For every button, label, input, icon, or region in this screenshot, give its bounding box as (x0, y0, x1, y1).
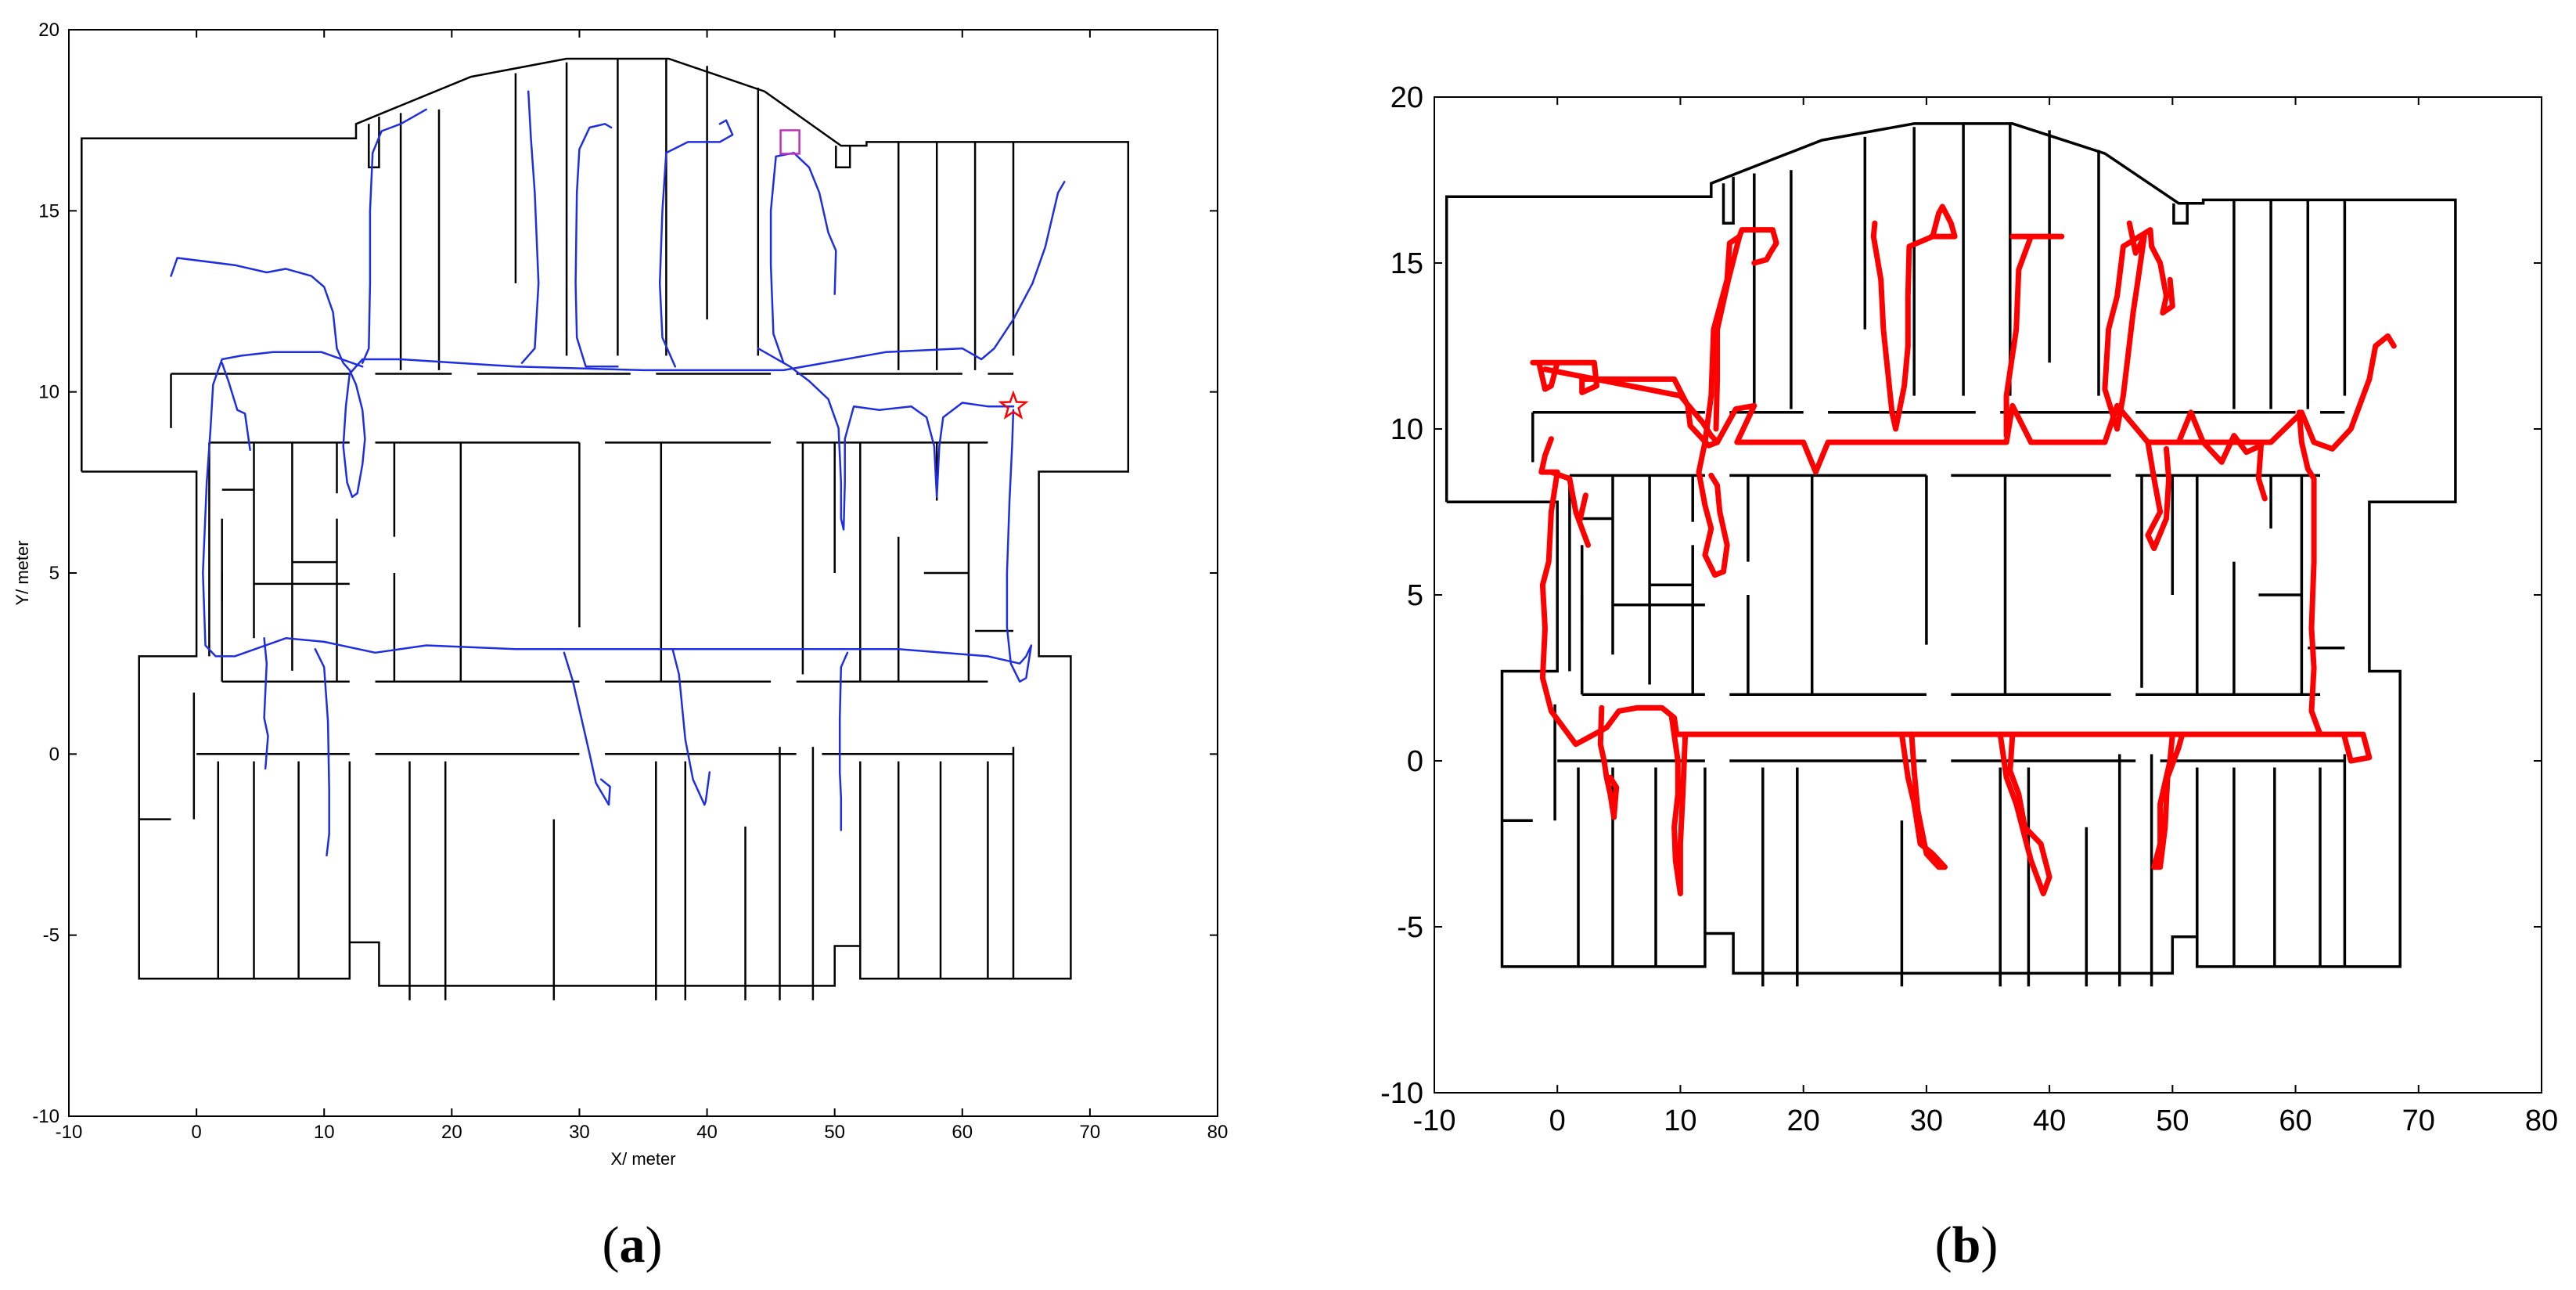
y-tick-label: -5 (1397, 911, 1423, 944)
x-tick-label: 40 (2033, 1104, 2066, 1137)
wall-segment (835, 146, 851, 169)
plot-frame (1434, 96, 2542, 1094)
trajectory-line (1538, 436, 2323, 748)
x-tick-label: 0 (191, 1122, 201, 1143)
trajectory-line (2145, 439, 2172, 552)
trajectory-line (1898, 731, 1948, 870)
panel-a: -10 0 10 20 30 40 50 60 70 80 -10 -5 0 5 10 15 20 X/ mete… (13, 20, 1228, 1169)
wall-segment (1722, 176, 1735, 225)
x-tick-label: 50 (824, 1122, 845, 1143)
y-tick-label: -10 (1380, 1077, 1423, 1110)
x-tick-label: -10 (56, 1122, 83, 1143)
y-tick-label: 0 (1407, 745, 1423, 778)
panel-b: -10 0 10 20 30 40 50 60 70 80 -10 -5 0 5 10 15 20 (1380, 81, 2558, 1137)
x-tick-label: 30 (1910, 1104, 1943, 1137)
x-tick-label: 70 (1080, 1122, 1101, 1143)
trajectory-line (1542, 366, 1721, 445)
start-square-marker (779, 129, 801, 155)
trajectory-line (838, 651, 849, 831)
trajectory-line (1997, 731, 2053, 897)
trajectory-line (1597, 704, 1620, 820)
y-tick-label: 5 (49, 563, 59, 584)
trajectory-line (2296, 409, 2373, 764)
y-tick-label: 10 (38, 382, 59, 403)
wall-segment (81, 57, 1130, 987)
wall-segment (1445, 122, 2457, 975)
x-tick-label: 60 (952, 1122, 973, 1143)
panel-a-letter: a (620, 1216, 646, 1274)
x-tick-label: 20 (1787, 1104, 1820, 1137)
y-tick-label: 5 (1407, 579, 1423, 612)
trajectory-line (671, 647, 711, 806)
trajectory-line (658, 119, 734, 368)
x-axis-title: X/ meter (610, 1149, 675, 1169)
floor-plan (81, 57, 1130, 1000)
panel-b-letter: b (1952, 1216, 1981, 1274)
y-tick-label: 0 (49, 744, 59, 765)
x-tick-label: 50 (2156, 1104, 2189, 1137)
x-tick-label: 10 (1664, 1104, 1696, 1137)
x-tick-label: 20 (441, 1122, 462, 1143)
x-tick-label: 60 (2279, 1104, 2312, 1137)
trajectory-line (1702, 227, 1779, 445)
trajectory-series (1530, 204, 2397, 897)
x-tick-label: 80 (1207, 1122, 1229, 1143)
trajectory-line (1870, 204, 1958, 432)
wall-segment (2172, 203, 2189, 225)
y-tick-label: 10 (1391, 413, 1423, 446)
trajectory-line (361, 108, 427, 364)
trajectory-line (221, 362, 251, 451)
y-tick-label: 20 (38, 20, 59, 41)
y-tick-label: 20 (1391, 81, 1423, 114)
trajectory-line (1668, 715, 1689, 897)
trajectory-line (2003, 233, 2065, 438)
trajectory-line (2151, 731, 2186, 870)
x-tick-label: 80 (2525, 1104, 2558, 1137)
end-star-marker (998, 390, 1029, 420)
trajectory-line (757, 347, 1015, 531)
wall-segment (368, 117, 380, 169)
trajectory-line (1713, 233, 1743, 432)
trajectory-line (1548, 469, 1591, 548)
x-tick-label: 0 (1549, 1104, 1566, 1137)
trajectory-line (2175, 409, 2268, 502)
trajectory-line (202, 351, 1033, 683)
trajectory-line (1696, 439, 1730, 578)
trajectory-line (263, 637, 269, 770)
x-tick-label: 70 (2402, 1104, 2435, 1137)
trajectory-line (314, 647, 330, 857)
x-tick-label: 30 (569, 1122, 590, 1143)
trajectory-line (170, 181, 1066, 499)
x-tick-label: -10 (1413, 1104, 1456, 1137)
panel-a-label: (a) (603, 1216, 663, 1274)
trajectory-line (563, 651, 611, 806)
plot-frame (68, 29, 1218, 1117)
trajectory-series (170, 90, 1066, 857)
y-axis-title: Y/ meter (13, 540, 32, 605)
y-tick-label: 15 (1391, 247, 1423, 280)
x-tick-label: 40 (696, 1122, 718, 1143)
y-tick-label: -10 (32, 1106, 59, 1127)
trajectory-line (520, 90, 540, 364)
panel-b-label: (b) (1935, 1216, 1999, 1274)
trajectory-line (574, 123, 619, 368)
x-tick-label: 10 (314, 1122, 335, 1143)
y-tick-label: -5 (43, 925, 59, 946)
trajectory-line (2102, 220, 2175, 432)
y-tick-label: 15 (38, 200, 59, 222)
